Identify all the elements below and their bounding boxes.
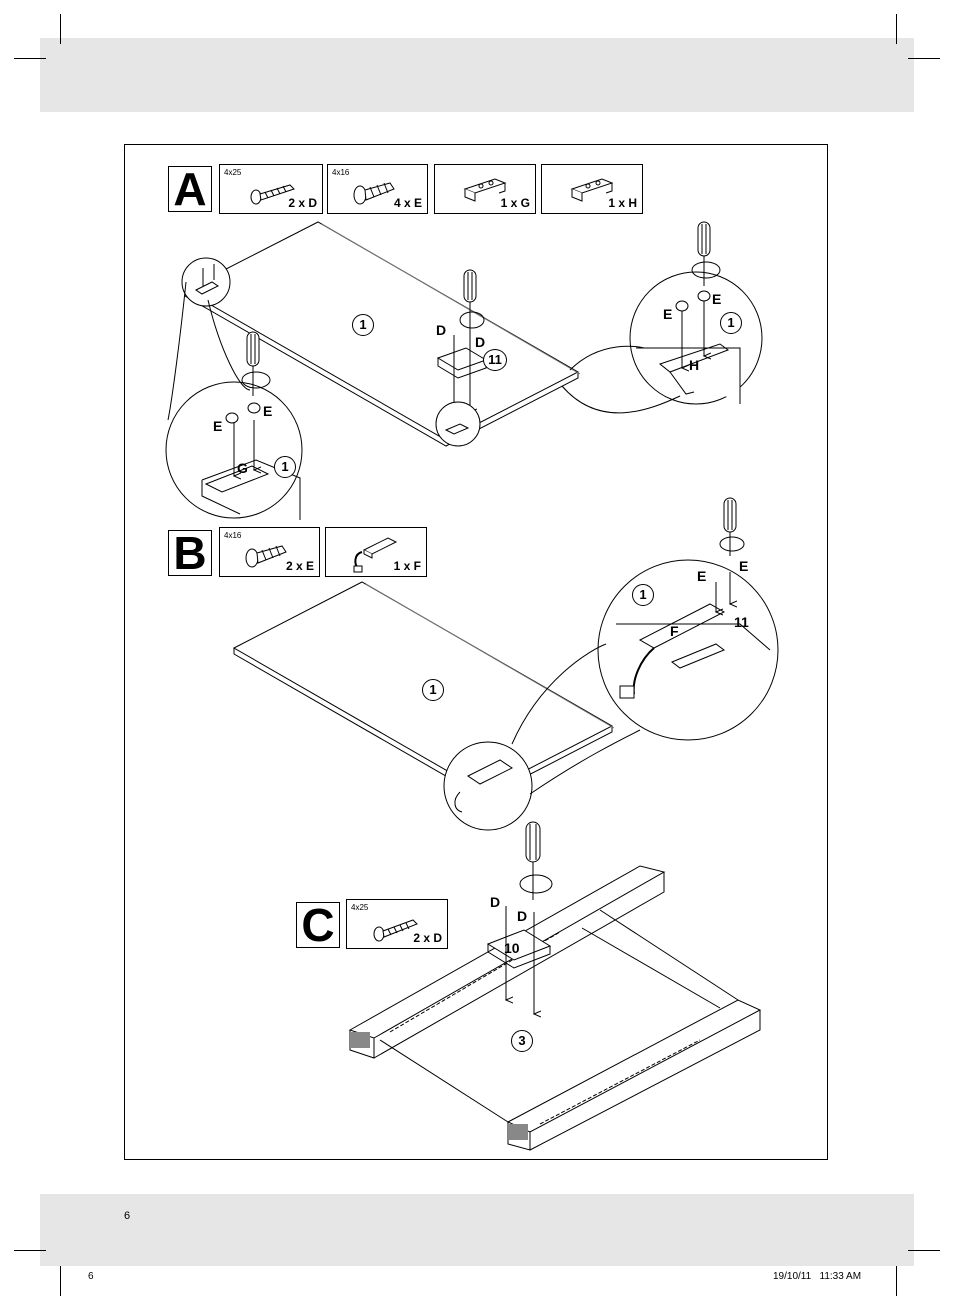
screw-label: E	[697, 568, 707, 584]
screw-label: D	[517, 908, 528, 924]
part-e-screw: 4x16 4 x E	[327, 164, 428, 214]
footer-band	[40, 1194, 914, 1266]
screw-label: E	[739, 558, 749, 574]
part-e-screw: 4x16 2 x E	[219, 527, 320, 577]
part-number-callout: 1	[274, 456, 296, 478]
part-size: 4x16	[332, 168, 350, 177]
part-d-screw: 4x25 2 x D	[346, 899, 448, 949]
long-screw-icon	[373, 919, 418, 942]
short-screw-icon	[353, 182, 395, 205]
bracket-label: H	[689, 357, 700, 373]
print-page-number: 6	[88, 1271, 94, 1282]
hinge-icon	[353, 537, 398, 573]
part-qty: 1 x F	[393, 559, 421, 573]
step-c-label: C	[296, 902, 340, 948]
header-band	[40, 38, 914, 112]
short-screw-icon	[245, 545, 287, 568]
block-label: 11	[734, 614, 749, 630]
bracket-icon	[463, 178, 507, 202]
part-number-callout: 1	[422, 679, 444, 701]
part-qty: 1 x H	[608, 196, 637, 210]
part-qty: 2 x E	[285, 559, 314, 573]
part-f-hinge: 1 x F	[325, 527, 427, 577]
part-number-callout: 3	[511, 1030, 533, 1052]
screw-label: E	[263, 403, 273, 419]
part-size: 4x16	[224, 531, 242, 540]
part-qty: 1 x G	[500, 196, 530, 210]
screw-label: D	[436, 322, 447, 338]
part-number-callout: 1	[720, 312, 742, 334]
screw-label: E	[663, 306, 673, 322]
part-d-screw: 4x25 2 x D	[219, 164, 323, 214]
step-b-label: B	[168, 530, 212, 576]
long-screw-icon	[250, 184, 295, 205]
block-label: 10	[504, 940, 520, 956]
step-a-label: A	[168, 166, 212, 212]
bracket-label: G	[237, 460, 248, 476]
part-qty: 2 x D	[288, 196, 317, 210]
print-timestamp: 19/10/11 11:33 AM	[773, 1271, 862, 1282]
page-number: 6	[124, 1210, 131, 1222]
part-g-bracket: 1 x G	[434, 164, 536, 214]
screw-label: E	[213, 418, 223, 434]
part-qty: 2 x D	[413, 931, 442, 945]
screw-label: D	[475, 334, 486, 350]
screw-label: E	[712, 291, 722, 307]
part-number-callout: 11	[483, 349, 507, 371]
screw-label: D	[490, 894, 501, 910]
part-size: 4x25	[351, 903, 369, 912]
hinge-label: F	[670, 623, 679, 639]
part-number-callout: 1	[632, 584, 654, 606]
part-h-bracket: 1 x H	[541, 164, 643, 214]
part-size: 4x25	[224, 168, 242, 177]
part-number-callout: 1	[352, 314, 374, 336]
illustration-frame	[124, 144, 828, 1160]
part-qty: 4 x E	[393, 196, 422, 210]
bracket-icon	[570, 178, 614, 202]
